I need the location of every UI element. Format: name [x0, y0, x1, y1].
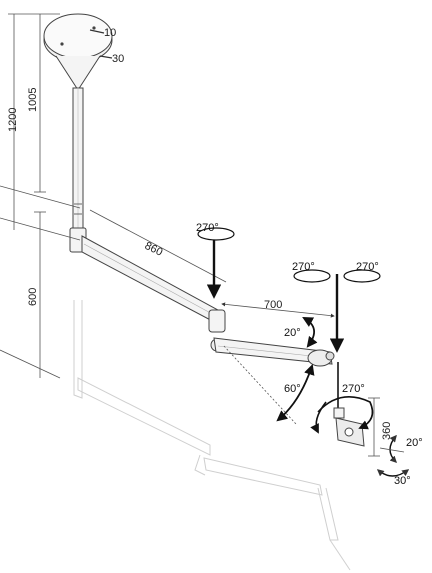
dim-height-upper: 1005: [27, 88, 39, 112]
ceiling-plate: [43, 13, 113, 91]
vertical-pole: [69, 87, 87, 253]
ghost-lower-arm: [73, 300, 351, 571]
tilt-arm-indicator: 20°: [284, 316, 318, 348]
dim-height-lower: 600: [27, 288, 39, 306]
rotation-top-indicator: 270°: [196, 222, 235, 299]
top-marker-label: 30: [112, 53, 124, 65]
mounting-screw: 10: [89, 27, 116, 39]
rotation-monitor-indicator: 270°: [310, 383, 374, 434]
rotation-pair-indicator: 270° 270°: [292, 261, 381, 353]
dim-height-total: 1200: [7, 108, 19, 132]
tilt-pan-monitor-indicator: 20° 30°: [376, 434, 423, 487]
pan-monitor-label: 30°: [394, 475, 411, 487]
dim-arm-main: 860: [89, 209, 227, 283]
dim-arm-second: 700: [221, 299, 335, 318]
rotation-monitor-label: 270°: [342, 383, 365, 395]
swing-arm-label: 60°: [284, 383, 301, 395]
monitor-head: [333, 362, 365, 447]
top-marker: 30: [99, 53, 124, 65]
dim-arm-second-label: 700: [264, 299, 282, 311]
screw-label: 10: [104, 27, 116, 39]
swing-arm-indicator: 60°: [223, 345, 315, 425]
vertical-dimensions: 1200 1005 600: [0, 13, 81, 379]
dim-arm-main-label: 860: [143, 240, 165, 259]
second-arm: [213, 337, 335, 367]
tilt-arm-label: 20°: [284, 327, 301, 339]
rotation-right-label: 270°: [356, 261, 379, 273]
dim-drop-label: 360: [381, 422, 393, 440]
rotation-left-label: 270°: [292, 261, 315, 273]
rotation-top-label: 270°: [196, 222, 219, 234]
tilt-monitor-label: 20°: [406, 437, 423, 449]
